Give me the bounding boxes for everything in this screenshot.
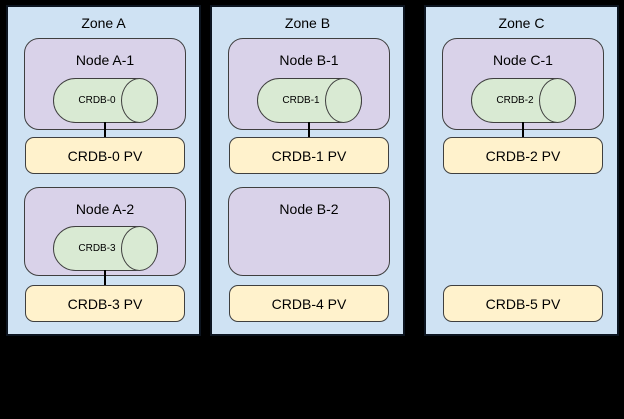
crdb-3-pv-label: CRDB-3 PV (67, 295, 143, 312)
crdb-0-connector-line (104, 122, 106, 137)
zone-a-box: Zone A Node A-1 CRDB-0 CRDB-0 PV Node A-… (6, 5, 201, 336)
crdb-1-pv-label: CRDB-1 PV (271, 147, 347, 164)
crdb-0-pv-label: CRDB-0 PV (67, 147, 143, 164)
crdb-2-connector-line (522, 122, 524, 137)
node-b1-label: Node B-1 (279, 52, 339, 68)
crdb-1-label: CRDB-1 (282, 95, 320, 106)
node-a1-label: Node A-1 (75, 52, 135, 68)
crdb-5-pv-box: CRDB-5 PV (443, 285, 603, 322)
crdb-1-pv-box: CRDB-1 PV (229, 137, 389, 174)
crdb-4-pv-label: CRDB-4 PV (271, 295, 347, 312)
crdb-2-pv-label: CRDB-2 PV (485, 147, 561, 164)
node-c1-label: Node C-1 (493, 52, 553, 68)
crdb-3-label: CRDB-3 (78, 243, 116, 254)
zone-b-label: Zone B (284, 15, 331, 31)
cylinder-cap (121, 226, 158, 271)
crdb-0-label: CRDB-0 (78, 95, 116, 106)
crdb-3-cylinder: CRDB-3 (53, 226, 158, 271)
cylinder-cap (121, 78, 158, 123)
cylinder-cap (325, 78, 362, 123)
crdb-2-cylinder: CRDB-2 (471, 78, 576, 123)
crdb-3-pv-box: CRDB-3 PV (25, 285, 185, 322)
crdb-5-pv-label: CRDB-5 PV (485, 295, 561, 312)
crdb-0-pv-box: CRDB-0 PV (25, 137, 185, 174)
crdb-3-connector-line (104, 270, 106, 285)
crdb-0-cylinder: CRDB-0 (53, 78, 158, 123)
zone-c-box: Zone C Node C-1 CRDB-2 CRDB-2 PV CRDB-5 … (424, 5, 619, 336)
node-b2-box: Node B-2 (228, 187, 390, 276)
crdb-1-connector-line (308, 122, 310, 137)
node-a2-label: Node A-2 (75, 201, 135, 217)
zone-a-label: Zone A (81, 15, 126, 31)
crdb-2-pv-box: CRDB-2 PV (443, 137, 603, 174)
zone-b-box: Zone B Node B-1 CRDB-1 CRDB-1 PV Node B-… (210, 5, 405, 336)
zone-c-label: Zone C (498, 15, 545, 31)
cylinder-cap (539, 78, 576, 123)
node-b2-label: Node B-2 (279, 201, 339, 217)
crdb-2-label: CRDB-2 (496, 95, 534, 106)
crdb-1-cylinder: CRDB-1 (257, 78, 362, 123)
crdb-4-pv-box: CRDB-4 PV (229, 285, 389, 322)
